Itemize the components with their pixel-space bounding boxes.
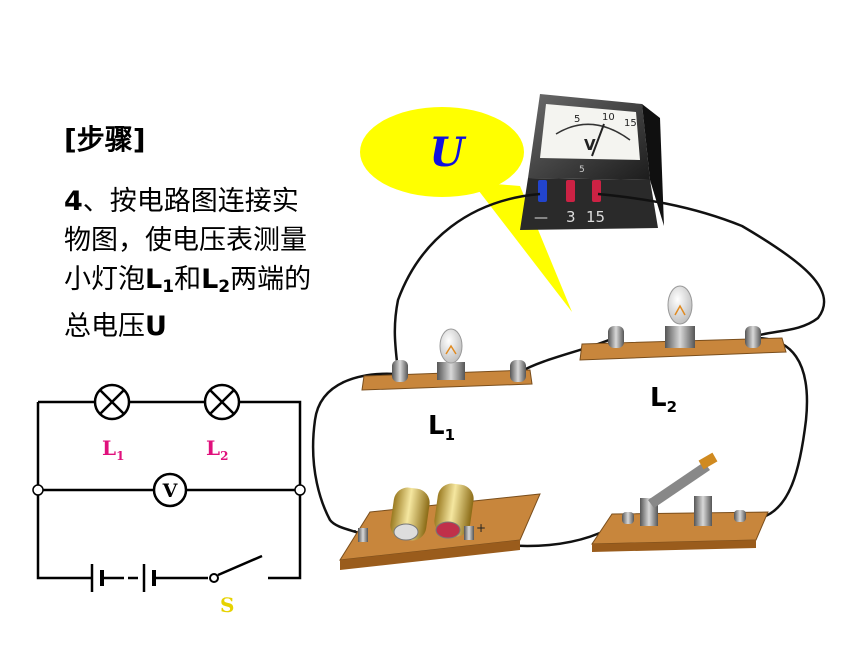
schematic-left-wire <box>36 402 92 580</box>
wire-l1-to-battery <box>311 372 397 536</box>
step-number: 4 <box>64 186 83 217</box>
battery-minus-sign: - <box>352 523 356 537</box>
voltage-u-label: U <box>430 129 467 176</box>
voltage-callout-bubble <box>360 107 572 312</box>
schematic-label-l1: L1 <box>102 436 124 463</box>
schematic-lamp-l2 <box>203 383 241 421</box>
circuit-schematic <box>32 383 306 592</box>
schematic-switch-blade <box>217 554 263 577</box>
meter-terminal-3 <box>566 180 575 202</box>
schematic-label-l2: L2 <box>206 436 228 463</box>
step-line-1: 4、按电路图连接实 <box>64 186 299 217</box>
step-instruction: 4、按电路图连接实 物图，使电压表测量 小灯泡L1和L2两端的 总电压U <box>64 182 374 346</box>
wire-l2-to-switch <box>755 336 809 520</box>
step-line-2: 物图，使电压表测量 <box>64 225 307 256</box>
meter-small-label: 5 <box>579 165 585 175</box>
meter-scale-5: 5 <box>574 114 580 125</box>
photo-label-l2: L2 <box>650 383 677 416</box>
battery-holder: - + <box>339 483 541 570</box>
meter-face-v-label: V <box>584 136 596 154</box>
step-line-3: 小灯泡L1和L2两端的 <box>64 264 312 297</box>
knife-switch <box>591 452 769 552</box>
meter-label-15: 15 <box>586 208 605 226</box>
schematic-lamp-l1 <box>93 383 131 421</box>
schematic-node-right <box>294 484 306 496</box>
meter-scale-15: 15 <box>624 118 637 129</box>
schematic-voltmeter <box>152 472 188 508</box>
wire-l1-to-l2 <box>519 336 615 374</box>
step-line-4: 总电压U <box>64 311 167 342</box>
meter-label-3: 3 <box>566 208 576 226</box>
lamp-l1-board <box>361 328 533 391</box>
steps-title: [步骤] <box>64 123 146 156</box>
meter-label-minus: — <box>534 210 548 226</box>
meter-terminal-negative <box>538 180 547 202</box>
schematic-lamp-l2-cross <box>209 389 235 415</box>
lamp-l2-board <box>579 285 787 361</box>
wire-meter-to-l1 <box>393 192 541 373</box>
connecting-wires <box>311 192 826 548</box>
photo-label-l1: L1 <box>428 411 455 444</box>
wire-meter-to-l2 <box>597 192 826 338</box>
schematic-voltmeter-v: V <box>162 480 179 502</box>
schematic-switch-pivot <box>209 573 219 583</box>
battery-plus-sign: + <box>476 521 486 535</box>
meter-scale-10: 10 <box>602 112 615 123</box>
schematic-label-switch: S <box>220 593 234 617</box>
meter-terminal-15 <box>592 180 601 202</box>
voltmeter-device: 5 10 15 V 5 — 3 15 <box>520 94 664 230</box>
schematic-lamp-l1-cross <box>99 389 125 415</box>
schematic-node-left <box>32 484 44 496</box>
